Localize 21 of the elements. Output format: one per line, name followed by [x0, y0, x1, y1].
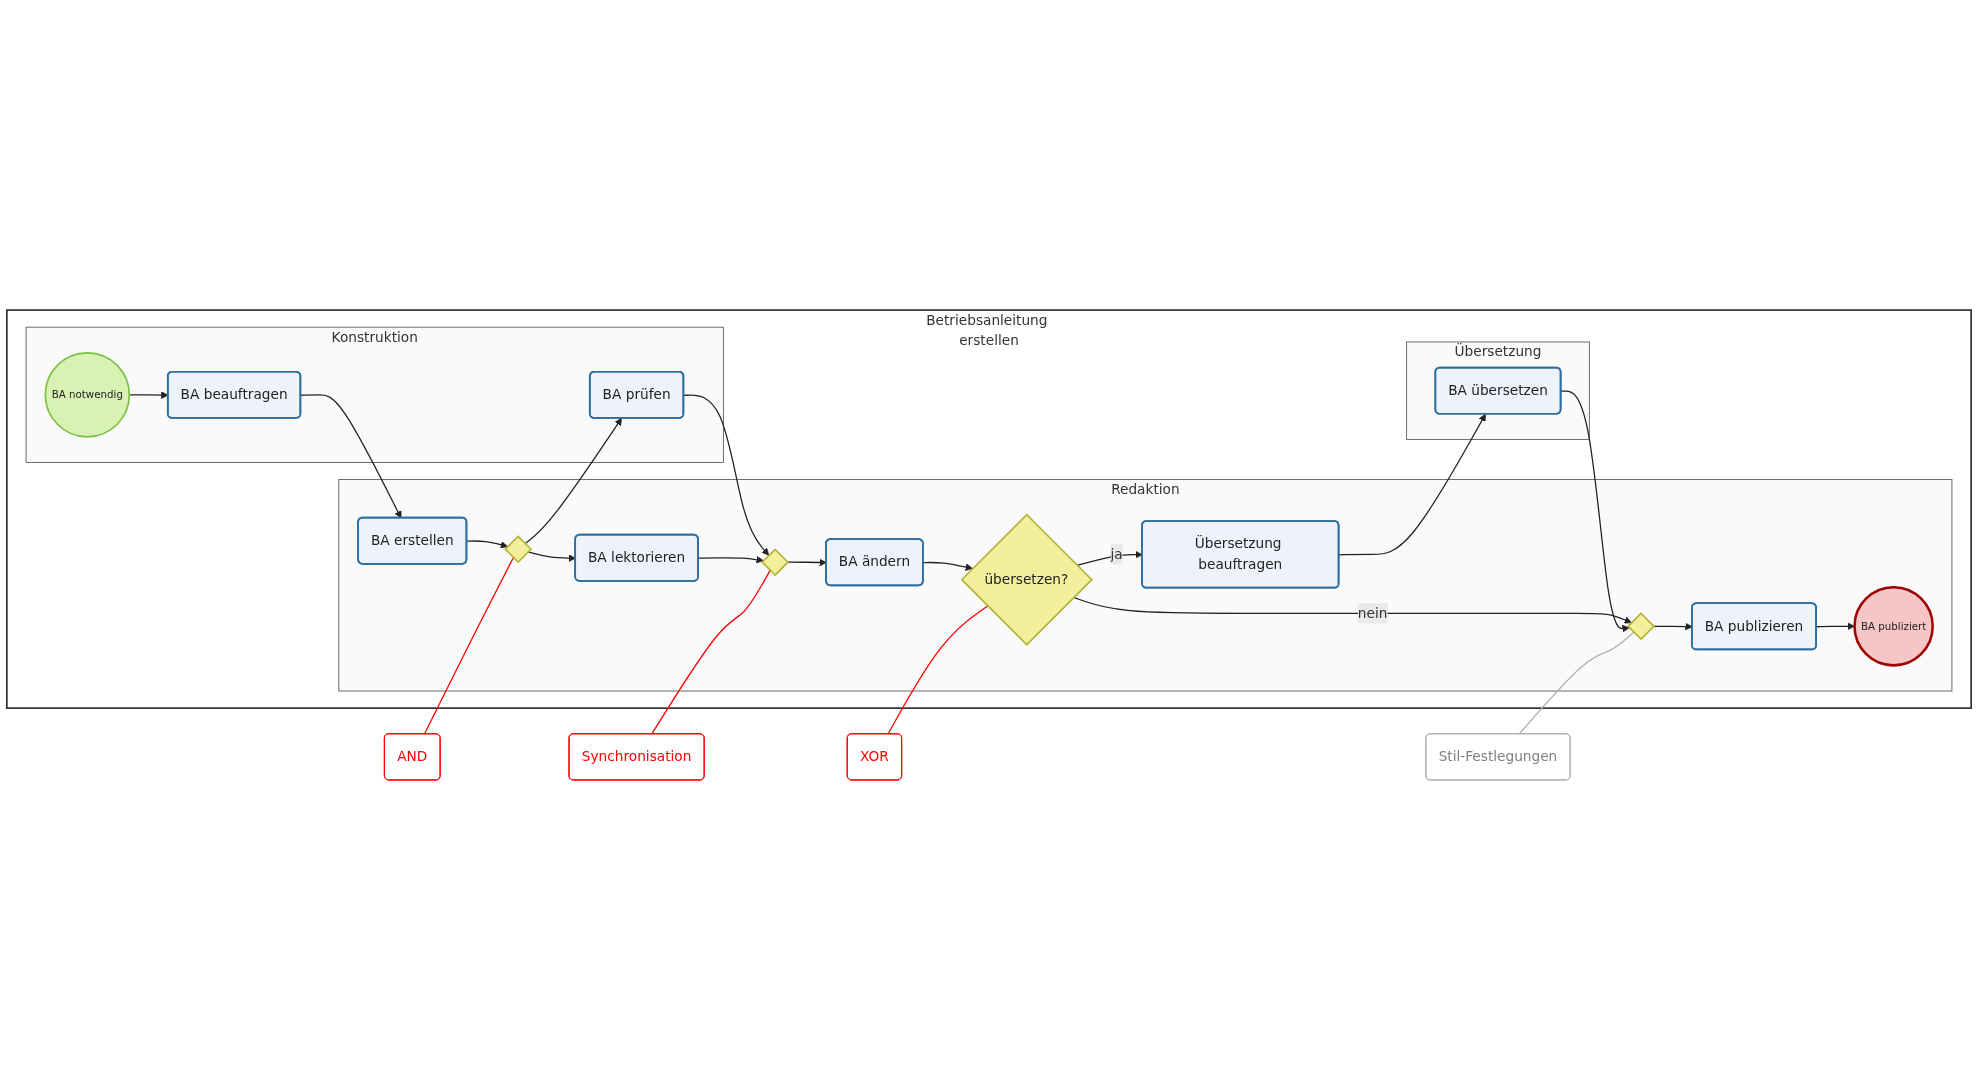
- connector: [1518, 631, 1635, 735]
- edge-label: ja: [1110, 545, 1123, 563]
- arrow: [683, 394, 770, 556]
- arrow: [527, 551, 576, 562]
- arrow: [922, 561, 973, 571]
- node-diamond: übersetzen?: [960, 513, 1093, 646]
- node-diamond: [504, 535, 533, 564]
- node-circle: BA notwendig: [44, 351, 131, 438]
- edge-label: nein: [1357, 604, 1388, 622]
- node-diamond: [1627, 612, 1656, 641]
- node-circle: BA publiziert: [1853, 585, 1934, 667]
- arrow: [300, 394, 402, 519]
- arrow: [1338, 413, 1486, 556]
- connector: [423, 557, 514, 735]
- arrow: [524, 418, 622, 545]
- node-diamond: [761, 548, 790, 577]
- arrow: [1073, 596, 1632, 624]
- arrow: [466, 540, 508, 549]
- connector: [651, 569, 771, 735]
- arrow: [1560, 390, 1630, 633]
- connector: [887, 605, 989, 735]
